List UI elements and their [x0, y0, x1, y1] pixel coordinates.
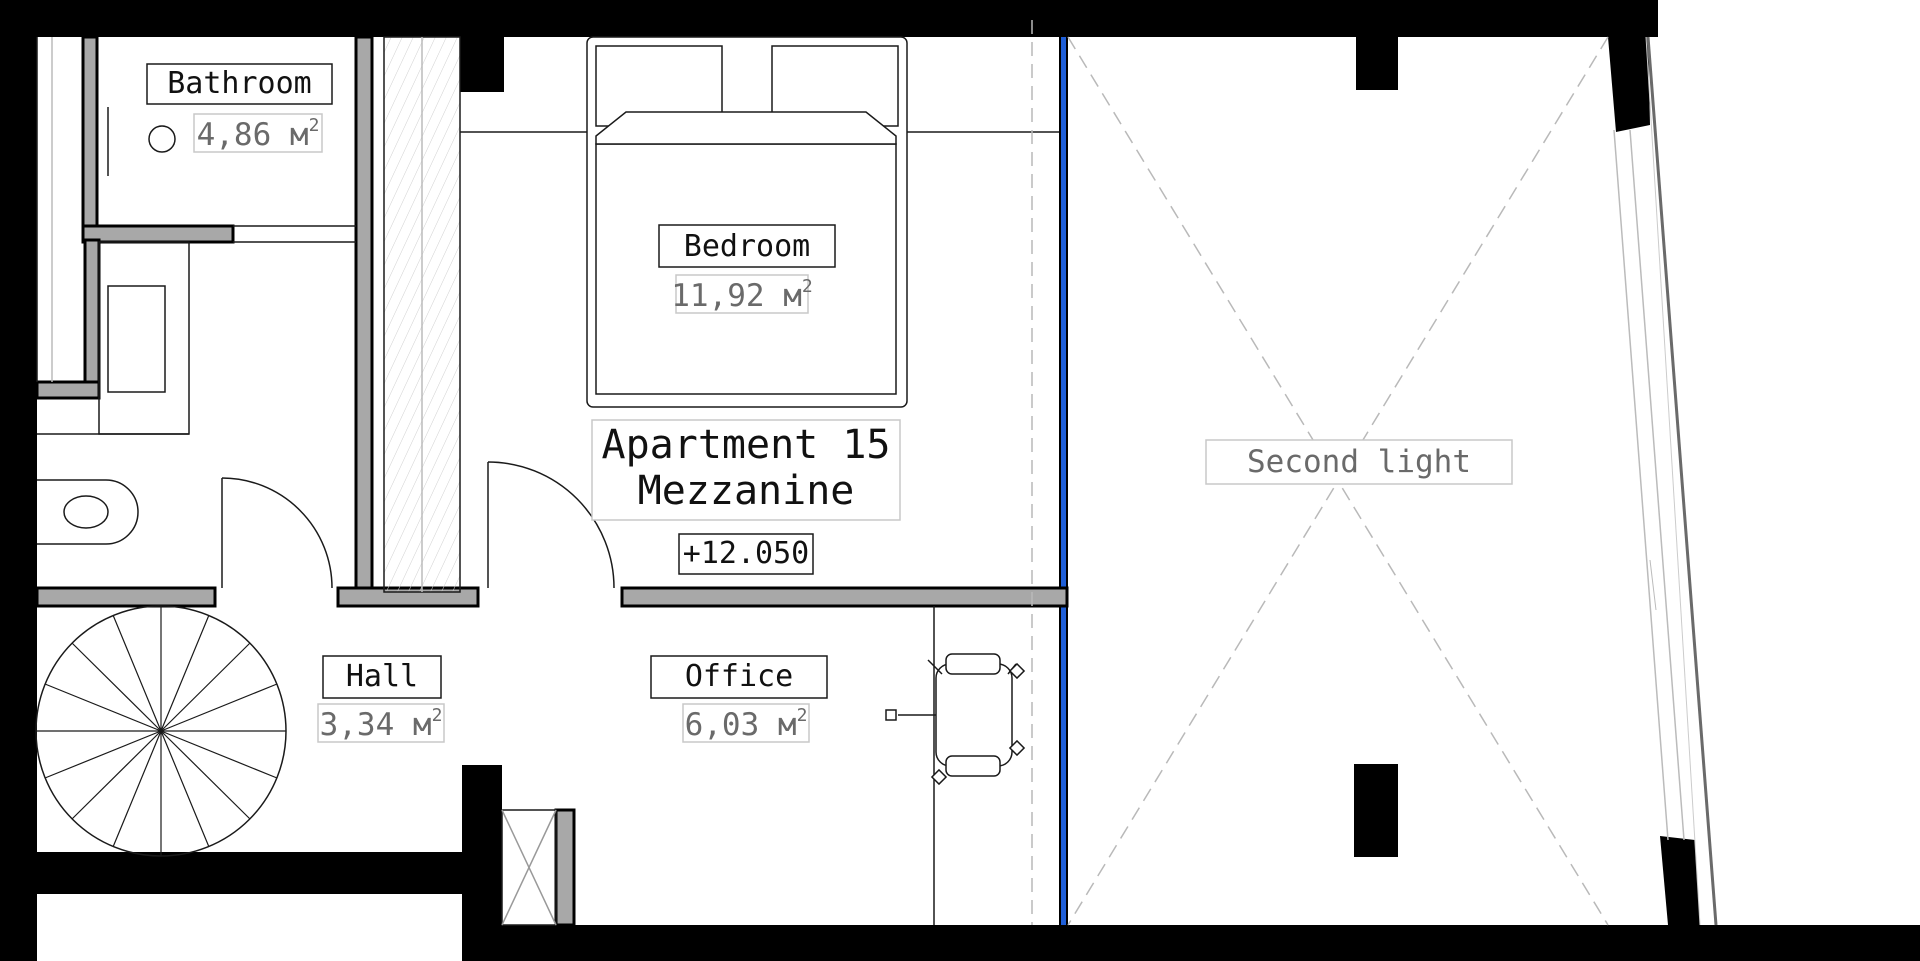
labels: Bathroom 4,86 м2 Bedroom 11,92 м2 Apartm…	[167, 66, 1471, 743]
column-bottom	[1354, 764, 1398, 857]
office-label-frame	[650, 655, 828, 699]
bedroom-area-frame	[675, 274, 809, 314]
glass-partition	[1059, 37, 1068, 925]
label-frames	[146, 63, 1513, 743]
partitions	[35, 35, 1069, 927]
right-facade	[1613, 36, 1718, 926]
bathroom-area: 4,86 м2	[197, 115, 320, 153]
title-frame	[591, 419, 901, 521]
bathroom-label: Bathroom	[167, 66, 312, 101]
bedroom-label-frame	[658, 224, 836, 268]
thin-lines	[36, 36, 1059, 926]
small-partition	[554, 808, 576, 927]
right-wall-bottom	[1660, 836, 1700, 925]
bathroom-partition-v	[81, 35, 99, 229]
top-wall	[0, 0, 1658, 37]
column-top-2	[1356, 37, 1398, 90]
second-light-label: Second light	[1247, 444, 1471, 480]
hall-label: Hall	[346, 659, 418, 694]
hall-label-frame	[322, 655, 442, 699]
column-top-1	[460, 37, 504, 92]
spiral-staircase	[35, 605, 287, 857]
office-area-frame	[682, 703, 810, 743]
hall-area-frame	[317, 703, 445, 743]
office-chair	[885, 653, 1026, 786]
bottom-wall	[462, 925, 1920, 961]
level-mark: +12.050	[683, 536, 809, 571]
bed	[586, 36, 908, 408]
second-light-frame	[1205, 439, 1513, 485]
office-area: 6,03 м2	[685, 705, 808, 743]
hall-partition-left	[35, 586, 217, 608]
bedroom-label: Bedroom	[684, 229, 810, 264]
bathroom-partition-h	[81, 224, 235, 244]
bottom-left-wall	[0, 852, 500, 894]
apartment-title: Apartment 15	[602, 422, 891, 468]
apartment-subtitle: Mezzanine	[638, 468, 855, 514]
doors	[221, 461, 615, 589]
shower-partition	[35, 380, 101, 400]
level-mark-frame	[678, 533, 814, 575]
right-wall-top	[1608, 37, 1650, 132]
bathroom-partition-lower	[83, 238, 101, 400]
office-partition	[620, 586, 1069, 608]
bathroom-area-frame	[193, 113, 323, 153]
bathroom-label-frame	[146, 63, 333, 105]
left-wall	[0, 0, 37, 961]
wardrobe-partition	[354, 35, 374, 597]
hall-area: 3,34 м2	[320, 705, 443, 743]
toilet	[37, 479, 139, 545]
office-label: Office	[685, 659, 793, 694]
bedroom-area: 11,92 м2	[671, 276, 813, 314]
